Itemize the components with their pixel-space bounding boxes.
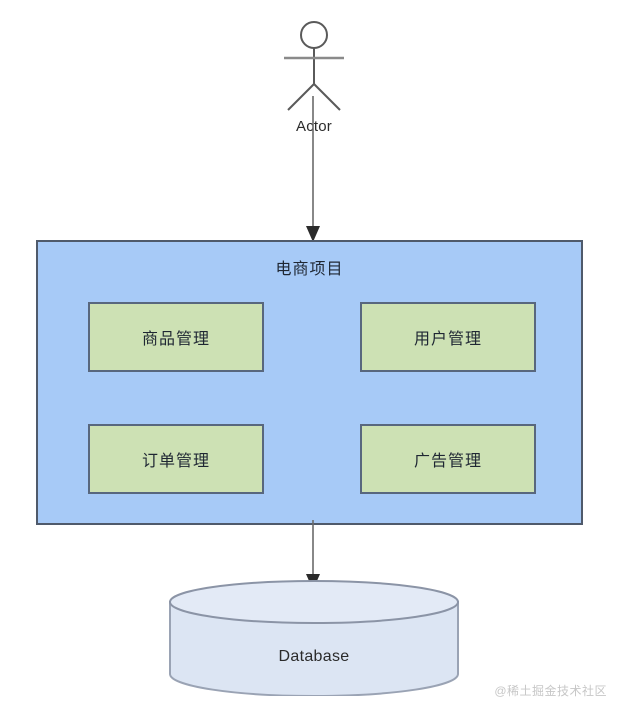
module-box-order-management[interactable]: 订单管理	[88, 424, 264, 494]
watermark: @稀土掘金技术社区	[494, 684, 607, 698]
database-label: Database	[278, 648, 350, 665]
system-title: 电商项目	[275, 261, 344, 278]
module-box-advertisement-management[interactable]: 广告管理	[360, 424, 536, 494]
module-label: 订单管理	[141, 453, 210, 470]
module-box-product-management[interactable]: 商品管理	[88, 302, 264, 372]
module-label: 用户管理	[413, 331, 482, 348]
stick-figure-actor-icon	[284, 21, 344, 111]
system-container[interactable]: 电商项目 商品管理 用户管理 订单管理 广告管理	[36, 240, 583, 525]
module-label: 广告管理	[413, 453, 482, 470]
cylinder-database-icon[interactable]	[168, 580, 460, 696]
module-box-user-management[interactable]: 用户管理	[360, 302, 536, 372]
module-label: 商品管理	[141, 331, 210, 348]
connector-actor-to-system	[306, 96, 320, 242]
actor-label: Actor	[295, 118, 332, 135]
